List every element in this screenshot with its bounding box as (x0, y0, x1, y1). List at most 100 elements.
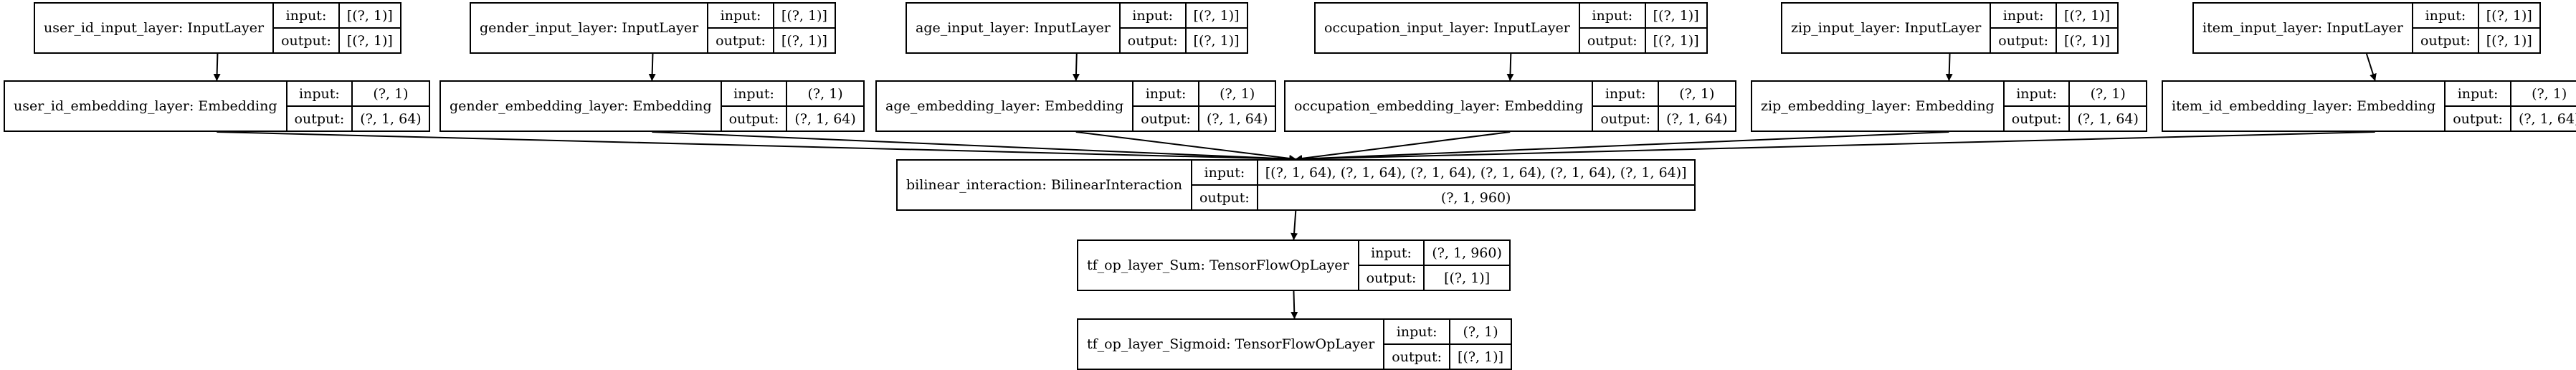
input-shape: [(?, 1)] (774, 4, 835, 29)
input-shape: (?, 1, 960) (1425, 241, 1509, 266)
input-shape: (?, 1) (2070, 82, 2146, 107)
output-shape: (?, 1, 64) (794, 110, 856, 127)
output-shape: [(?, 1)] (1653, 32, 1699, 49)
output-label: output: (722, 107, 788, 131)
edge-age-input-to-age-embedding (1072, 53, 1080, 81)
node-io-table: input:[(?, 1, 64), (?, 1, 64), (?, 1, 64… (1192, 161, 1694, 209)
input-label: input: (1384, 320, 1451, 345)
node-name: user_id_input_layer: InputLayer (35, 4, 275, 52)
output-shape: [(?, 1)] (2486, 32, 2532, 49)
edge-occupation-input-to-occupation-embedding (1506, 53, 1514, 81)
output-label: output: (1593, 107, 1660, 131)
input-label: input: (1120, 4, 1187, 29)
output-label: output: (2413, 29, 2479, 52)
node-name: user_id_embedding_layer: Embedding (5, 82, 287, 131)
node-name: gender_embedding_layer: Embedding (441, 82, 722, 131)
edge-user-id-embedding-to-bilinear-interaction (217, 131, 1297, 163)
input-shape: [(?, 1, 64), (?, 1, 64), (?, 1, 64), (?,… (1258, 161, 1694, 186)
node-io-table: input:(?, 1)output:(?, 1, 64) (721, 82, 863, 131)
output-label: output: (274, 29, 340, 52)
node-io-table: input:(?, 1)output: (?, 1, 64) (2004, 82, 2146, 131)
input-shape: (?, 1) (1199, 82, 1275, 107)
node-io-table: input:(?, 1)output:[(?, 1)] (1384, 320, 1511, 369)
output-label: output: (1359, 266, 1425, 290)
output-shape: (?, 1, 960) (1440, 189, 1511, 206)
output-shape: (?, 1, 64) (2077, 110, 2139, 127)
output-shape: [(?, 1)] (2064, 32, 2111, 49)
node-name: age_input_layer: InputLayer (907, 4, 1121, 52)
input-shape: (?, 1) (1450, 320, 1511, 345)
output-label: output: (2005, 107, 2071, 131)
output-shape: (?, 1, 64) (1206, 110, 1268, 127)
output-label: output: (1991, 29, 2058, 52)
input-label: input: (2413, 4, 2479, 29)
node-io-table: input:[(?, 1)]output:[(?, 1)] (2413, 4, 2539, 52)
edge-tf-op-sum-to-tf-op-sigmoid (1291, 290, 1298, 319)
output-label: output: (2446, 107, 2511, 131)
edge-age-embedding-to-bilinear-interaction (1075, 131, 1297, 162)
output-shape: [(?, 1)] (1458, 348, 1504, 365)
node-io-table: input:[(?, 1)]output:[(?, 1)] (1120, 4, 1247, 52)
input-label: input: (274, 4, 340, 29)
output-shape: [(?, 1)] (346, 32, 393, 49)
input-shape: [(?, 1)] (2057, 4, 2118, 29)
input-label: input: (1133, 82, 1199, 107)
node-name: tf_op_layer_Sum: TensorFlowOpLayer (1078, 241, 1359, 290)
node-name: occupation_input_layer: InputLayer (1316, 4, 1580, 52)
output-label: output: (1192, 186, 1258, 209)
edge-occupation-embedding-to-bilinear-interaction (1295, 131, 1511, 162)
input-label: input: (1192, 161, 1258, 186)
node-io-table: input:[(?, 1)]output:[(?, 1)] (1991, 4, 2118, 52)
input-label: input: (1593, 82, 1660, 107)
node-io-table: input:(?, 1, 960)output: [(?, 1)] (1359, 241, 1509, 290)
input-label: input: (2446, 82, 2511, 107)
input-label: input: (1991, 4, 2058, 29)
output-label: output: (1133, 107, 1199, 131)
node-name: zip_embedding_layer: Embedding (1752, 82, 2005, 131)
input-shape: (?, 1) (353, 82, 429, 107)
node-io-table: input:[(?, 1)]output:[(?, 1)] (274, 4, 400, 52)
input-label: input: (2004, 82, 2071, 107)
output-label: output: (708, 29, 774, 52)
input-shape: [(?, 1)] (339, 4, 400, 29)
output-shape: [(?, 1)] (1193, 32, 1240, 49)
node-io-table: input:(?, 1)output: (?, 1, 64) (1133, 82, 1275, 131)
input-label: input: (721, 82, 788, 107)
edge-item-id-embedding-to-bilinear-interaction (1295, 131, 2375, 163)
node-io-table: input:(?, 1)output: (?, 1, 64) (2446, 82, 2576, 131)
node-io-table: input:(?, 1)output:(?, 1, 64) (1593, 82, 1735, 131)
input-label: input: (708, 4, 774, 29)
output-label: output: (1121, 29, 1187, 52)
node-name: gender_input_layer: InputLayer (471, 4, 709, 52)
input-shape: (?, 1) (2511, 82, 2576, 107)
input-shape: [(?, 1)] (1186, 4, 1247, 29)
node-io-table: input:[(?, 1)]output:[(?, 1)] (1579, 4, 1706, 52)
output-shape: (?, 1, 64) (1666, 110, 1728, 127)
output-shape: [(?, 1)] (1444, 270, 1491, 286)
node-name: item_id_embedding_layer: Embedding (2163, 82, 2446, 131)
node-name: tf_op_layer_Sigmoid: TensorFlowOpLayer (1078, 320, 1385, 369)
node-bilinear-interaction: bilinear_interaction: BilinearInteractio… (896, 159, 1696, 211)
input-label: input: (1359, 241, 1425, 266)
output-shape: [(?, 1)] (781, 32, 827, 49)
edge-gender-embedding-to-bilinear-interaction (652, 131, 1297, 163)
edge-bilinear-interaction-to-tf-op-sum (1291, 210, 1298, 240)
node-name: age_embedding_layer: Embedding (877, 82, 1134, 131)
input-shape: [(?, 1)] (1645, 4, 1706, 29)
node-io-table: input:[(?, 1)]output:[(?, 1)] (708, 4, 835, 52)
output-shape: (?, 1, 64) (2518, 110, 2576, 127)
output-label: output: (287, 107, 353, 131)
node-name: occupation_embedding_layer: Embedding (1285, 82, 1594, 131)
